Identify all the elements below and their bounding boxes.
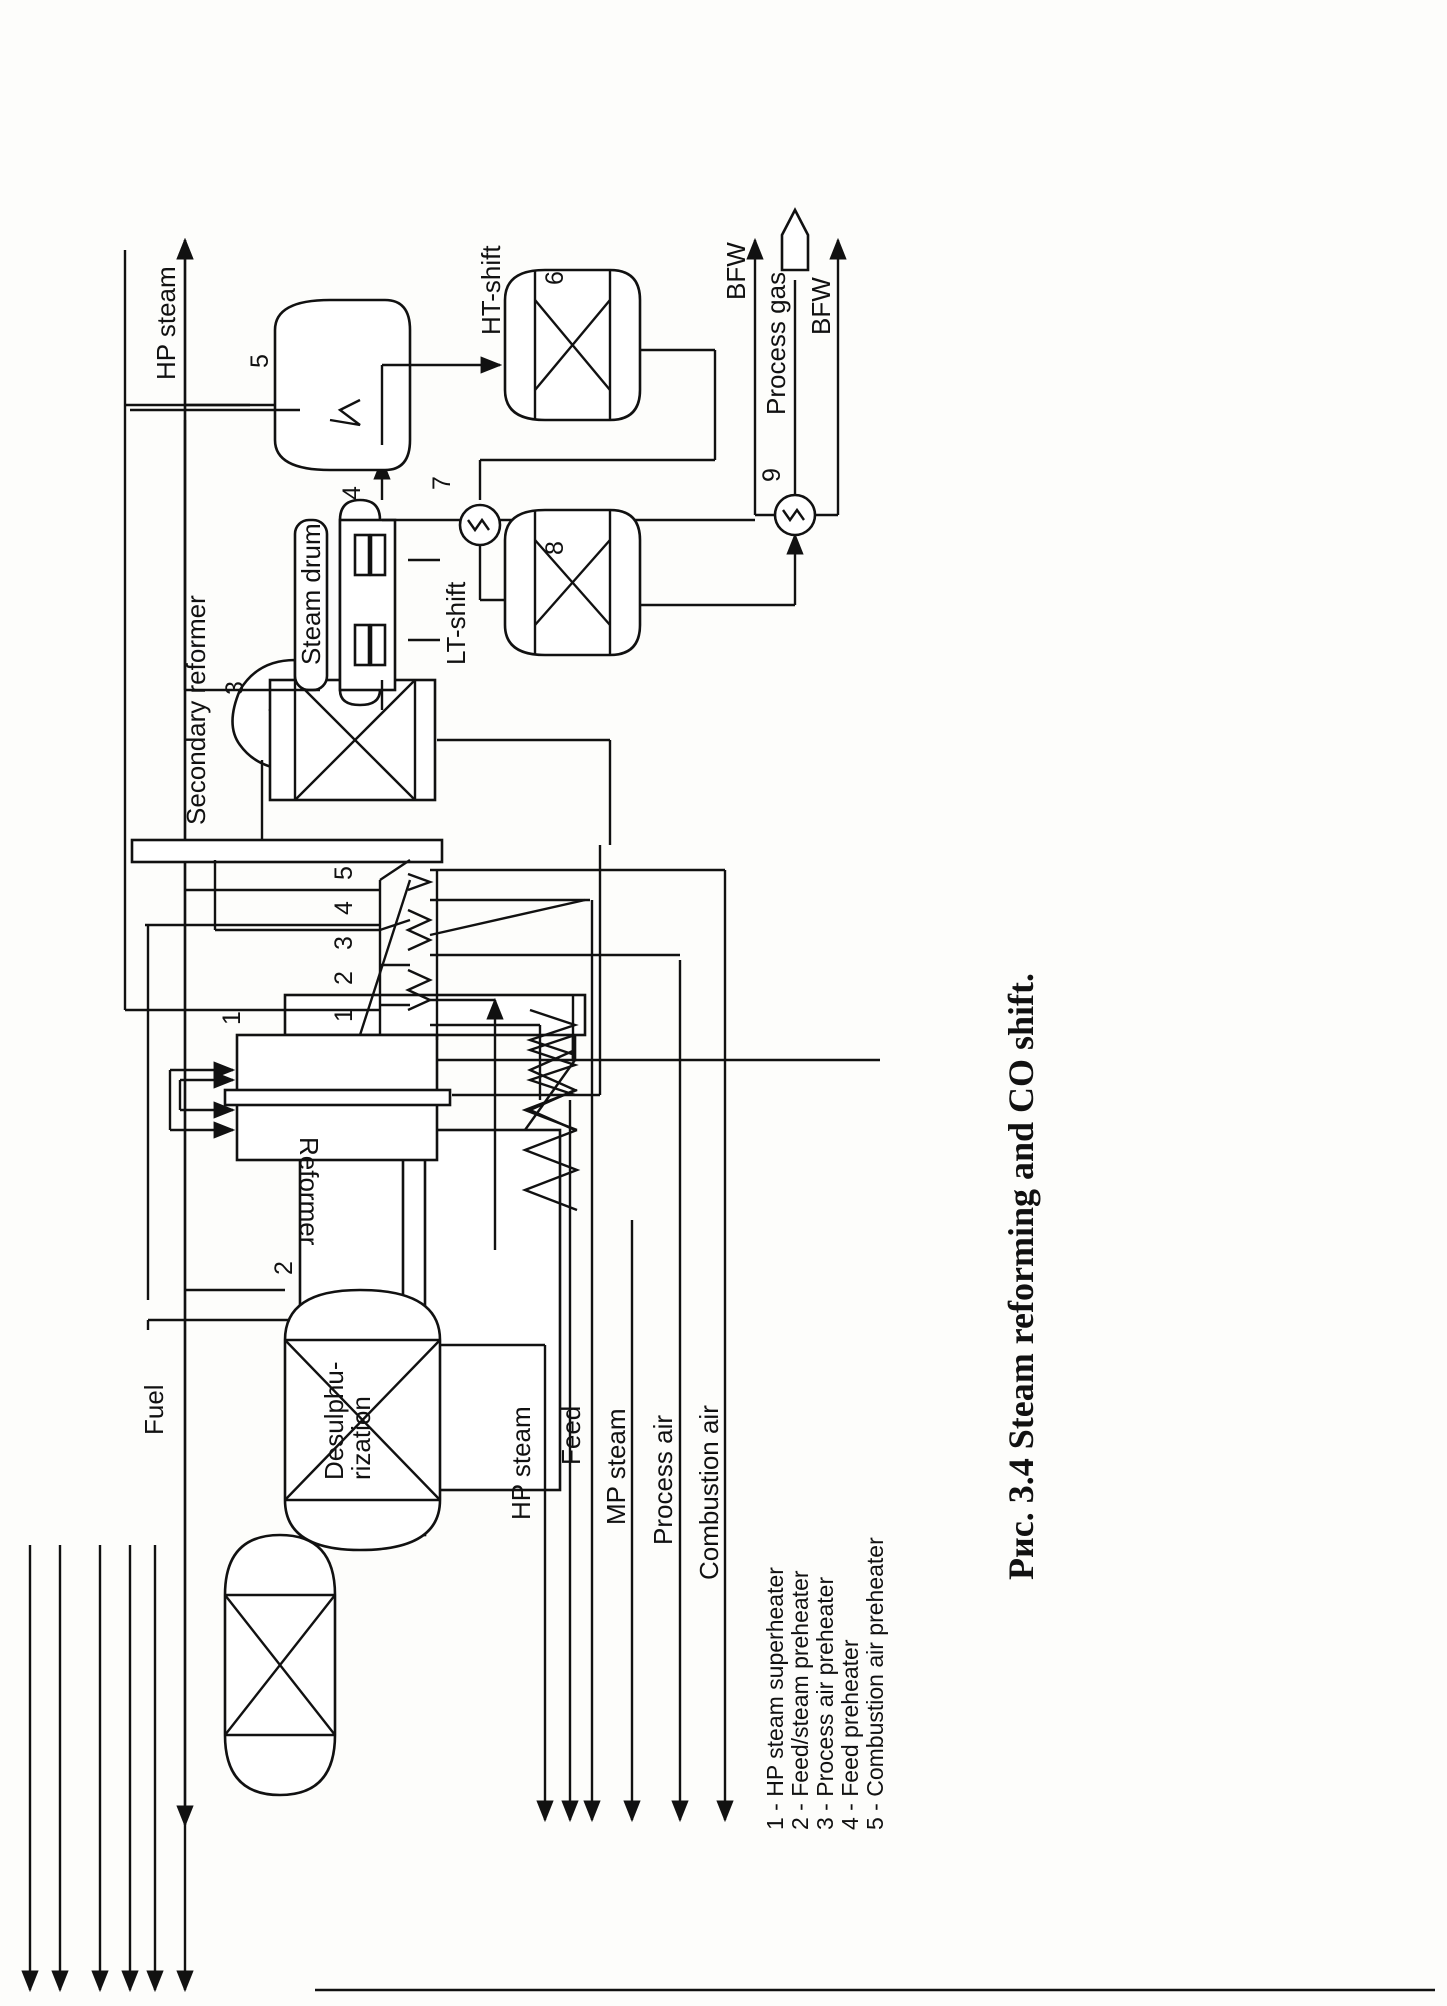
label-lt-shift: LT-shift [441, 581, 471, 665]
number-8: 8 [541, 541, 569, 555]
number-3: 3 [221, 681, 249, 695]
label-mp-steam: MP steam [601, 1408, 631, 1525]
legend-item-2: 2 - Feed/steam preheater [787, 1570, 813, 1830]
legend-item-5: 5 - Combustion air preheater [862, 1537, 888, 1830]
number-4: 4 [338, 486, 366, 500]
label-bfw-top: BFW [721, 242, 751, 300]
label-fuel: Fuel [139, 1384, 169, 1435]
hp-steam-superheater-5 [273, 298, 412, 472]
label-process-gas: Process gas [761, 272, 791, 415]
label-reformer: Reformer [294, 1137, 324, 1246]
inlet-streams [536, 870, 734, 1823]
number-1: 1 [218, 1011, 246, 1025]
desulphurizer-2 [283, 1288, 442, 1552]
convection-coils [521, 1008, 581, 1212]
coil-number-3: 3 [330, 936, 358, 950]
label-hp-steam-out: HP steam [151, 266, 181, 380]
label-ht-shift: HT-shift [476, 245, 506, 335]
convection-section-2 [130, 838, 444, 1035]
legend-item-3: 3 - Process air preheater [812, 1577, 838, 1830]
label-secondary-reformer: Secondary reformer [181, 595, 211, 825]
label-desulph-2: rization [346, 1396, 376, 1480]
burner-feeds [168, 1061, 236, 1139]
label-hp-steam-in: HP steam [506, 1406, 536, 1520]
figure-caption: Рис. 3.4 Steam reforming and CO shift. [1001, 973, 1041, 1580]
number-2: 2 [270, 1261, 298, 1275]
number-5: 5 [246, 354, 274, 368]
legend-item-4: 4 - Feed preheater [837, 1639, 863, 1830]
coil-number-5: 5 [330, 866, 358, 880]
label-bfw-bottom: BFW [806, 277, 836, 335]
number-7: 7 [428, 476, 456, 490]
label-combustion-air: Combustion air [694, 1405, 724, 1580]
number-6: 6 [541, 271, 569, 285]
legend-item-1: 1 - HP steam superheater [762, 1567, 788, 1830]
process-gas-arrow-icon [780, 207, 810, 272]
number-9: 9 [758, 468, 786, 482]
label-process-air: Process air [648, 1415, 678, 1545]
label-feed: Feed [556, 1406, 586, 1465]
coil-number-4: 4 [330, 901, 358, 915]
coil-number-1: 1 [330, 1008, 358, 1022]
reformer-box [223, 870, 452, 1162]
coil-number-2: 2 [330, 971, 358, 985]
label-steam-drum: Steam drum [296, 523, 326, 665]
lt-shift-vessel-8 [503, 508, 642, 657]
ht-shift-vessel-6 [503, 268, 642, 422]
lt-shift-vessel-4 [338, 498, 397, 707]
label-desulph-1: Desulphu- [319, 1361, 349, 1480]
